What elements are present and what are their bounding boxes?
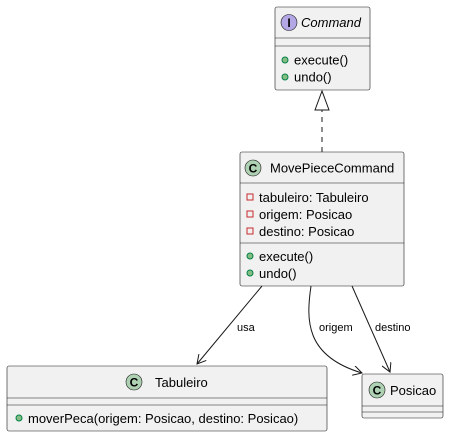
public-method-icon: [246, 269, 254, 277]
class-move-piece-command[interactable]: C MovePieceCommand tabuleiro: Tabuleiro …: [239, 151, 405, 287]
class-name-move-piece-command: MovePieceCommand: [270, 161, 394, 176]
command-method-execute: execute(): [294, 53, 348, 68]
edge-label-destino: destino: [375, 322, 410, 334]
class-name-command: Command: [301, 15, 362, 30]
public-method-icon: [15, 414, 23, 422]
edge-destino: destino: [351, 285, 410, 372]
class-posicao[interactable]: C Posicao: [361, 373, 444, 419]
class-name-tabuleiro: Tabuleiro: [155, 375, 208, 390]
mpc-method-execute: execute(): [259, 249, 313, 264]
class-name-posicao: Posicao: [390, 383, 436, 398]
field-tabuleiro: tabuleiro: Tabuleiro: [259, 190, 369, 205]
public-method-icon: [246, 252, 254, 260]
class-badge-letter: C: [249, 162, 258, 176]
mpc-method-undo: undo(): [259, 266, 297, 281]
private-field-icon: [246, 227, 254, 235]
class-badge-letter: C: [130, 376, 139, 390]
interface-badge-icon: [280, 14, 298, 31]
class-tabuleiro[interactable]: C Tabuleiro moverPeca(origem: Posicao, d…: [6, 365, 328, 432]
class-badge-icon: [368, 381, 386, 399]
class-badge-icon: [125, 373, 143, 391]
edge-usa: usa: [197, 285, 263, 364]
edge-origem: origem: [308, 285, 362, 373]
edge-implements: [314, 89, 330, 152]
class-badge-icon: [244, 159, 262, 177]
edge-label-origem: origem: [319, 322, 353, 334]
private-field-icon: [246, 210, 254, 218]
private-field-icon: [246, 193, 254, 201]
interface-badge-letter: I: [287, 16, 290, 30]
class-badge-letter: C: [373, 384, 382, 398]
realization-arrowhead-icon: [314, 89, 330, 111]
public-method-icon: [281, 73, 289, 81]
public-method-icon: [281, 56, 289, 64]
tabuleiro-method-mover-peca: moverPeca(origem: Posicao, destino: Posi…: [28, 411, 298, 426]
class-command[interactable]: I Command execute() undo(): [274, 6, 371, 91]
field-destino: destino: Posicao: [259, 224, 354, 239]
field-origem: origem: Posicao: [259, 207, 352, 222]
edge-label-usa: usa: [237, 322, 256, 334]
command-method-undo: undo(): [294, 70, 332, 85]
